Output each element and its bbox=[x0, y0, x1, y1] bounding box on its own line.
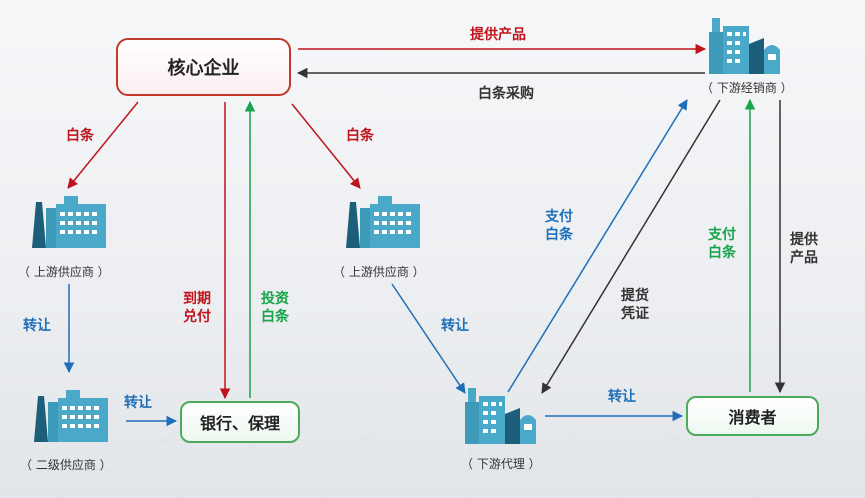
downstream-agent-label: （ 下游代理 ） bbox=[461, 457, 541, 471]
edge-label-pay-ious-green-line1: 支付 bbox=[708, 227, 736, 243]
edge-label-transfer-left: 转让 bbox=[23, 318, 51, 334]
edge-label-invest-ious-line1: 投资 bbox=[261, 291, 289, 307]
edge-label-invest-ious-line2: 白条 bbox=[261, 309, 289, 325]
edge-label-invest-ious: 投资 白条 bbox=[261, 290, 289, 326]
upstream-supplier-mid-label: （ 上游供应商 ） bbox=[333, 265, 425, 279]
core-enterprise-box: 核心企业 bbox=[116, 38, 291, 96]
edge-label-transfer-right: 转让 bbox=[608, 389, 636, 405]
arrow-ious-left bbox=[67, 101, 139, 189]
edge-label-due-pay: 到期 兑付 bbox=[183, 290, 211, 326]
edge-label-ious-purchase: 白条采购 bbox=[478, 86, 534, 102]
edge-label-ious-left: 白条 bbox=[66, 128, 94, 144]
bank-factoring-label: 银行、保理 bbox=[199, 414, 280, 433]
factory-icon bbox=[34, 390, 108, 442]
edge-label-due-pay-line2: 兑付 bbox=[183, 309, 211, 325]
core-enterprise-label: 核心企业 bbox=[167, 58, 240, 79]
edge-label-due-pay-line1: 到期 bbox=[183, 291, 211, 307]
factory-icon bbox=[32, 196, 106, 248]
arrow-ious-mid bbox=[291, 103, 361, 189]
arrow-transfer-mid bbox=[391, 283, 466, 394]
edge-label-provide-product-right-line1: 提供 bbox=[790, 232, 818, 248]
factory-icon bbox=[709, 18, 780, 74]
edge-label-provide-product-right: 提供 产品 bbox=[790, 231, 818, 267]
edge-label-pay-ious-blue-line1: 支付 bbox=[545, 209, 573, 225]
edge-label-pay-ious-blue-line2: 白条 bbox=[545, 227, 573, 243]
edge-label-pickup-voucher: 提货 凭证 bbox=[621, 287, 649, 323]
upstream-supplier-left-label: （ 上游供应商 ） bbox=[18, 265, 110, 279]
edge-label-pickup-voucher-line2: 凭证 bbox=[621, 306, 649, 322]
edge-label-transfer-to-bank: 转让 bbox=[124, 395, 152, 411]
consumer-box: 消费者 bbox=[686, 396, 819, 436]
bank-factoring-box: 银行、保理 bbox=[180, 401, 300, 443]
edge-label-pay-ious-green-line2: 白条 bbox=[708, 245, 736, 261]
edge-label-pickup-voucher-line1: 提货 bbox=[621, 288, 649, 304]
factory-icon bbox=[465, 388, 536, 444]
edge-label-ious-mid: 白条 bbox=[346, 128, 374, 144]
edge-label-provide-product-right-line2: 产品 bbox=[790, 250, 818, 266]
arrow-pickup-voucher bbox=[541, 99, 721, 394]
edge-label-pay-ious-green: 支付 白条 bbox=[708, 226, 736, 262]
consumer-label: 消费者 bbox=[728, 408, 777, 427]
secondary-supplier-label: （ 二级供应商 ） bbox=[20, 458, 112, 472]
edge-label-provide-product-top: 提供产品 bbox=[470, 27, 526, 43]
edge-label-pay-ious-blue: 支付 白条 bbox=[545, 208, 573, 244]
edge-label-transfer-mid: 转让 bbox=[441, 318, 469, 334]
factory-icon bbox=[346, 196, 420, 248]
arrow-pay-ious-blue bbox=[507, 99, 688, 393]
downstream-distributor-label: （ 下游经销商 ） bbox=[701, 81, 793, 95]
